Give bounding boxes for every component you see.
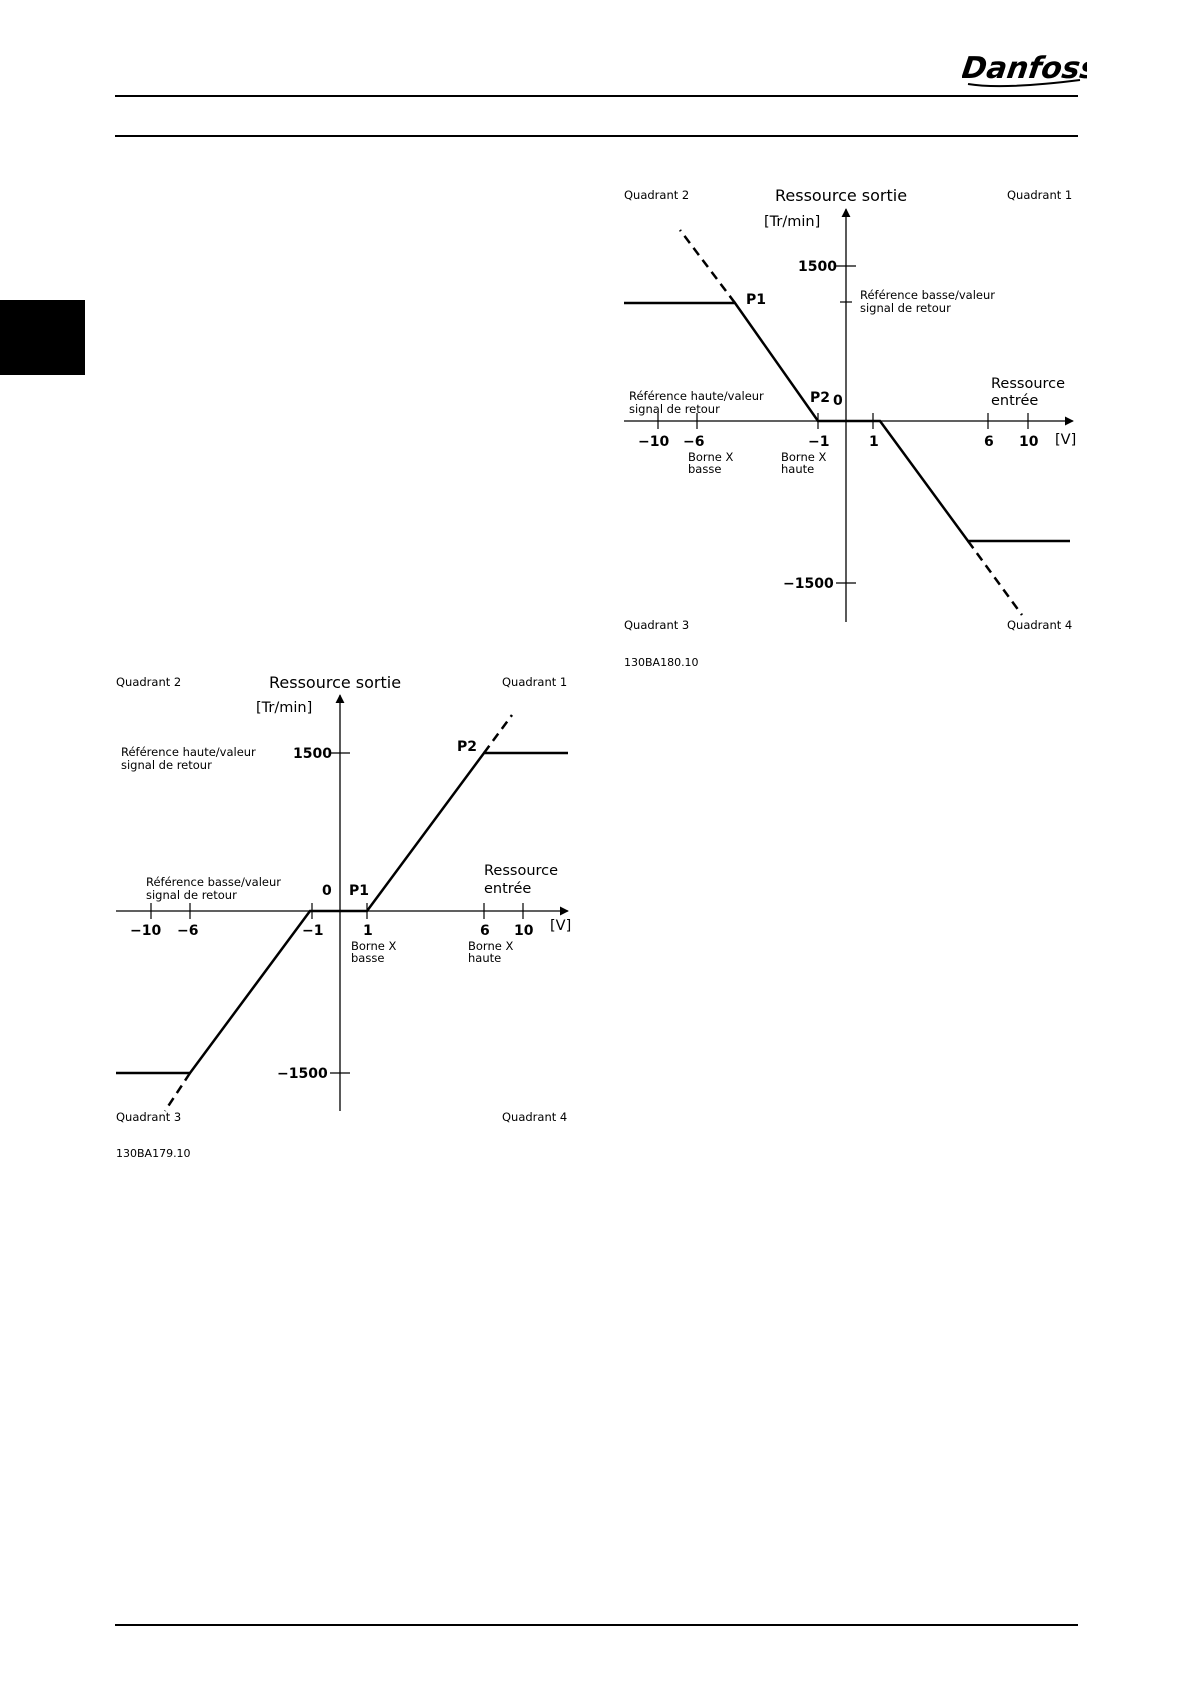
x-tick-label-10: 10 [514,923,534,939]
transfer-curve [624,301,1070,543]
extrapolation-dash-high [679,229,736,304]
y-axis-unit: [Tr/min] [256,700,312,716]
ref-high-label-line1: Référence haute/valeur [629,389,764,403]
y-tick-label-1500: 1500 [798,259,837,275]
footer-rule [115,1624,1078,1626]
transfer-curve [116,751,568,1075]
x-tick-label-minus-10: −10 [638,434,669,450]
ref-high-label-line2: signal de retour [629,402,720,416]
quadrant-2-label: Quadrant 2 [624,188,689,202]
x-tick-label-minus-1: −1 [808,434,829,450]
terminal-high-label-line2: haute [781,462,814,476]
quadrant-3-label: Quadrant 3 [116,1110,181,1124]
terminal-high-label-line2: haute [468,951,501,965]
y-tick-label-minus-1500: −1500 [783,576,834,592]
ref-low-label-line2: signal de retour [146,888,237,902]
x-tick-label-6: 6 [480,923,490,939]
quadrant-2-label: Quadrant 2 [116,675,181,689]
terminal-high-label-line1: Borne X [468,939,513,953]
ref-low-label-line1: Référence basse/valeur [860,288,995,302]
point-label-p2: P2 [810,390,830,406]
quadrant-4-label: Quadrant 4 [502,1110,567,1124]
extrapolation-dash-high [482,714,514,754]
x-tick-label-minus-6: −6 [683,434,704,450]
point-label-p2: P2 [457,739,477,755]
x-axis-unit: [V] [1055,432,1076,448]
y-axis-unit: [Tr/min] [764,214,820,230]
y-tick-label-1500: 1500 [293,746,332,762]
terminal-low-label-line2: basse [351,951,384,965]
terminal-low-label-line1: Borne X [351,939,396,953]
x-axis-title-line2: entrée [484,881,531,897]
y-axis-title: Ressource sortie [269,673,401,692]
figure-code: 130BA180.10 [624,656,699,669]
x-axis-unit: [V] [550,918,571,934]
figure-code: 130BA179.10 [116,1147,191,1160]
quadrant-4-label: Quadrant 4 [1007,618,1072,632]
terminal-low-label-line1: Borne X [688,450,733,464]
x-tick-label-minus-1: −1 [302,923,323,939]
x-tick-label-minus-6: −6 [177,923,198,939]
y-tick-label-minus-1500: −1500 [277,1066,328,1082]
terminal-low-label-line2: basse [688,462,721,476]
quadrant-1-label: Quadrant 1 [502,675,567,689]
ref-low-label-line2: signal de retour [860,301,951,315]
terminal-high-label-line1: Borne X [781,450,826,464]
point-label-p1: P1 [746,292,766,308]
extrapolation-dash-low [966,540,1024,616]
y-axis-title: Ressource sortie [775,186,907,205]
chapter-tab-marker [0,300,85,375]
svg-text:Danfoss: Danfoss [962,51,1087,86]
x-tick-label-minus-10: −10 [130,923,161,939]
x-axis-title-line1: Ressource [991,376,1065,392]
ref-low-label-line1: Référence basse/valeur [146,875,281,889]
extrapolation-dash-low [163,1072,192,1112]
x-axis-title-line1: Ressource [484,863,558,879]
ref-high-label-line1: Référence haute/valeur [121,745,256,759]
x-tick-label-1: 1 [869,434,879,450]
danfoss-logo: Danfoss [962,51,1087,88]
header-rule-top [115,95,1078,97]
x-tick-label-1: 1 [363,923,373,939]
quadrant-1-label: Quadrant 1 [1007,188,1072,202]
x-axis-title-line2: entrée [991,393,1038,409]
point-label-p1: P1 [349,883,369,899]
ref-high-label-line2: signal de retour [121,758,212,772]
origin-label: 0 [322,883,332,899]
origin-label: 0 [833,393,843,409]
header-rule-bottom [115,135,1078,137]
x-tick-label-10: 10 [1019,434,1039,450]
x-tick-label-6: 6 [984,434,994,450]
quadrant-3-label: Quadrant 3 [624,618,689,632]
